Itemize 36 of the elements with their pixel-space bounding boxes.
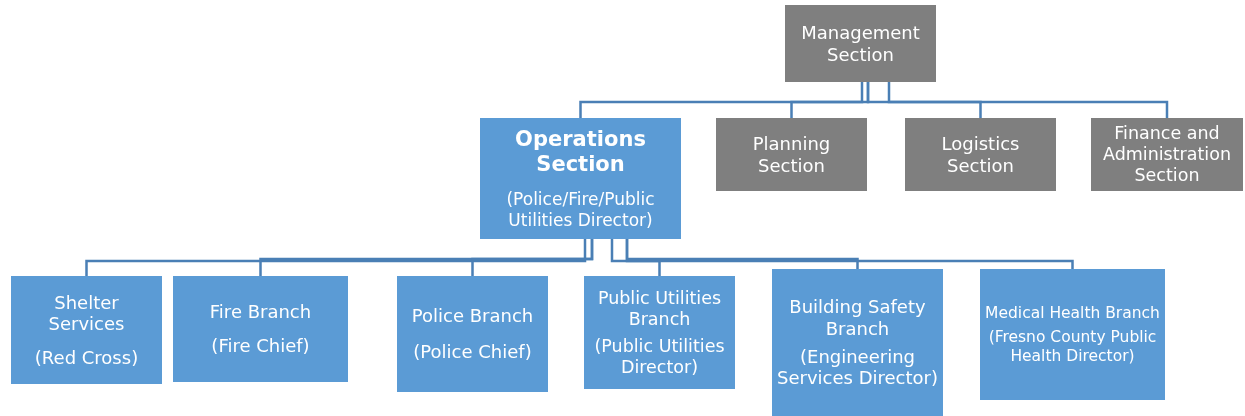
org-box [1091,118,1243,191]
org-box [785,5,936,82]
box-title: Logistics Section [940,132,1021,177]
box-subtitle: (Engineering Services Director) [776,345,939,389]
org-box [905,118,1056,191]
org-box [772,269,943,416]
connector-line [887,82,1169,118]
box-subtitle: (Fire Chief) [211,335,310,357]
box-title: Management Section [800,21,921,66]
org-box [173,276,348,382]
box-title: Police Branch [411,305,534,327]
box-title: Shelter Services [47,291,126,335]
org-box [480,118,681,239]
box-title: Medical Health Branch [985,303,1160,323]
org-box [716,118,867,191]
box-subtitle: (Police Chief) [413,341,532,363]
box-subtitle: (Red Cross) [34,346,139,369]
org-box [980,269,1165,400]
org-box [584,276,735,389]
box-title: Public Utilities Branch [596,287,723,330]
box-title: Finance and Administration Section [1101,123,1233,186]
connector-line [866,82,982,118]
box-subtitle: (Fresno County Public Health Director) [987,328,1158,366]
box-title: Fire Branch [209,301,312,323]
box-title: Building Safety Branch [788,296,927,340]
connector-line [85,239,587,276]
connector-line [610,239,661,276]
box-subtitle: (Police/Fire/Public Utilities Director) [505,189,656,231]
connector-line [625,239,1074,269]
box-subtitle: (Public Utilities Director) [593,335,726,378]
connector-line [471,239,594,276]
box-title: Operations Section [514,126,647,178]
connector-line [579,82,864,118]
box-title: Planning Section [751,132,832,177]
org-box [397,276,548,392]
org-box [11,276,162,384]
